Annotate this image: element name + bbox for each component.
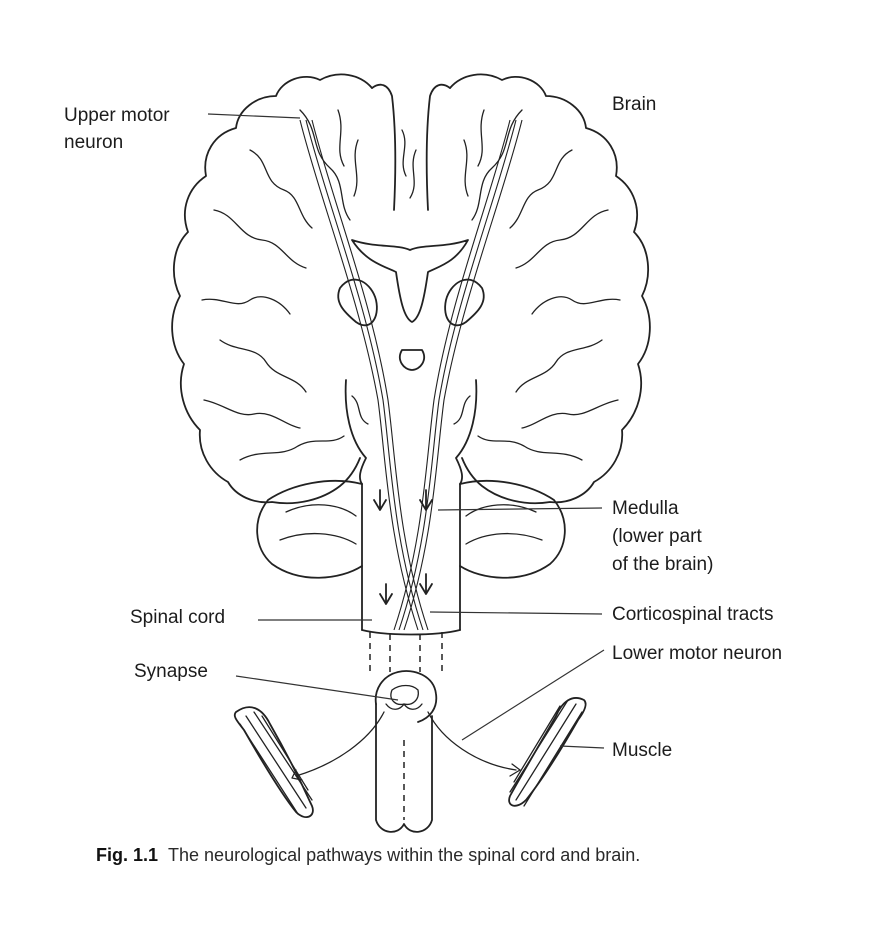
label-brain: Brain — [612, 94, 656, 115]
label-medulla: Medulla — [612, 498, 679, 519]
label-upper-motor-neuron-line2: neuron — [64, 132, 123, 153]
label-synapse: Synapse — [134, 661, 208, 682]
label-medulla-line2: (lower part — [612, 526, 702, 547]
muscle-right — [509, 698, 586, 806]
label-muscle: Muscle — [612, 740, 672, 761]
lower-motor-neuron-fibers — [292, 712, 520, 780]
spinal-cord-illustration — [370, 632, 442, 832]
figure-caption: Fig. 1.1 The neurological pathways withi… — [96, 845, 856, 866]
label-spinal-cord: Spinal cord — [130, 607, 225, 628]
label-upper-motor-neuron: Upper motor — [64, 105, 170, 126]
brain-illustration — [172, 74, 650, 634]
figure-number: Fig. 1.1 — [96, 845, 158, 865]
muscle-left — [235, 707, 313, 817]
label-corticospinal-tracts: Corticospinal tracts — [612, 604, 774, 625]
label-medulla-line3: of the brain) — [612, 554, 713, 575]
figure-caption-text: The neurological pathways within the spi… — [168, 845, 640, 865]
label-leader-lines — [208, 114, 604, 748]
label-lower-motor-neuron: Lower motor neuron — [612, 643, 782, 664]
